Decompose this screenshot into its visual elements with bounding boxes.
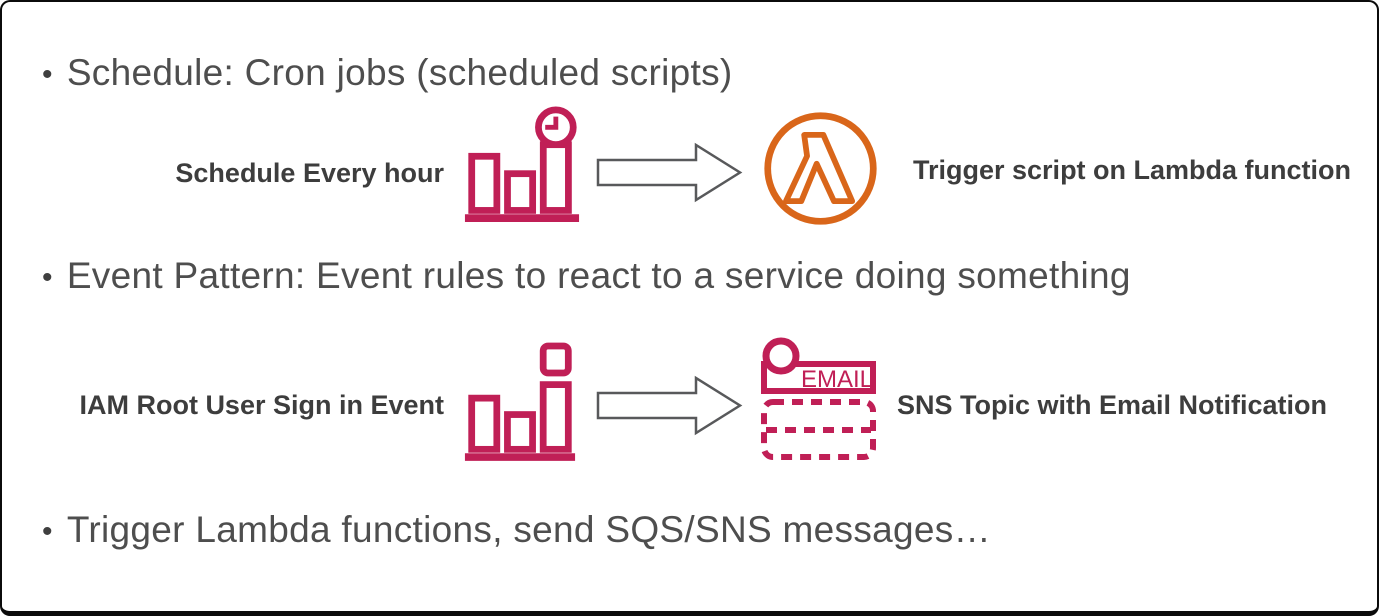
bullet-text: Event Pattern: Event rules to react to a… [66, 255, 1131, 296]
sns-email-topic-icon: EMAIL [757, 337, 880, 461]
bullet-text: Schedule: Cron jobs (scheduled scripts) [66, 52, 733, 93]
right-block-arrow-icon [596, 141, 743, 204]
right-block-arrow-icon [596, 374, 743, 437]
cloudwatch-event-rule-icon [463, 342, 577, 462]
bullet-event-pattern: • Event Pattern: Event rules to react to… [42, 255, 1131, 301]
bullet-schedule: • Schedule: Cron jobs (scheduled scripts… [42, 52, 733, 98]
bullet-marker: • [42, 58, 53, 91]
bullet-text: Trigger Lambda functions, send SQS/SNS m… [66, 509, 991, 550]
bullet-marker: • [42, 515, 53, 548]
cloudwatch-schedule-icon [463, 106, 581, 223]
email-label: EMAIL [801, 366, 873, 393]
sns-target-label: SNS Topic with Email Notification [897, 390, 1328, 420]
event-source-label: IAM Root User Sign in Event [79, 390, 444, 420]
lambda-target-label: Trigger script on Lambda function [913, 155, 1352, 185]
bullet-trigger: • Trigger Lambda functions, send SQS/SNS… [42, 509, 991, 555]
bullet-marker: • [42, 261, 53, 294]
schedule-source-label: Schedule Every hour [175, 158, 444, 188]
lambda-icon [761, 108, 880, 230]
